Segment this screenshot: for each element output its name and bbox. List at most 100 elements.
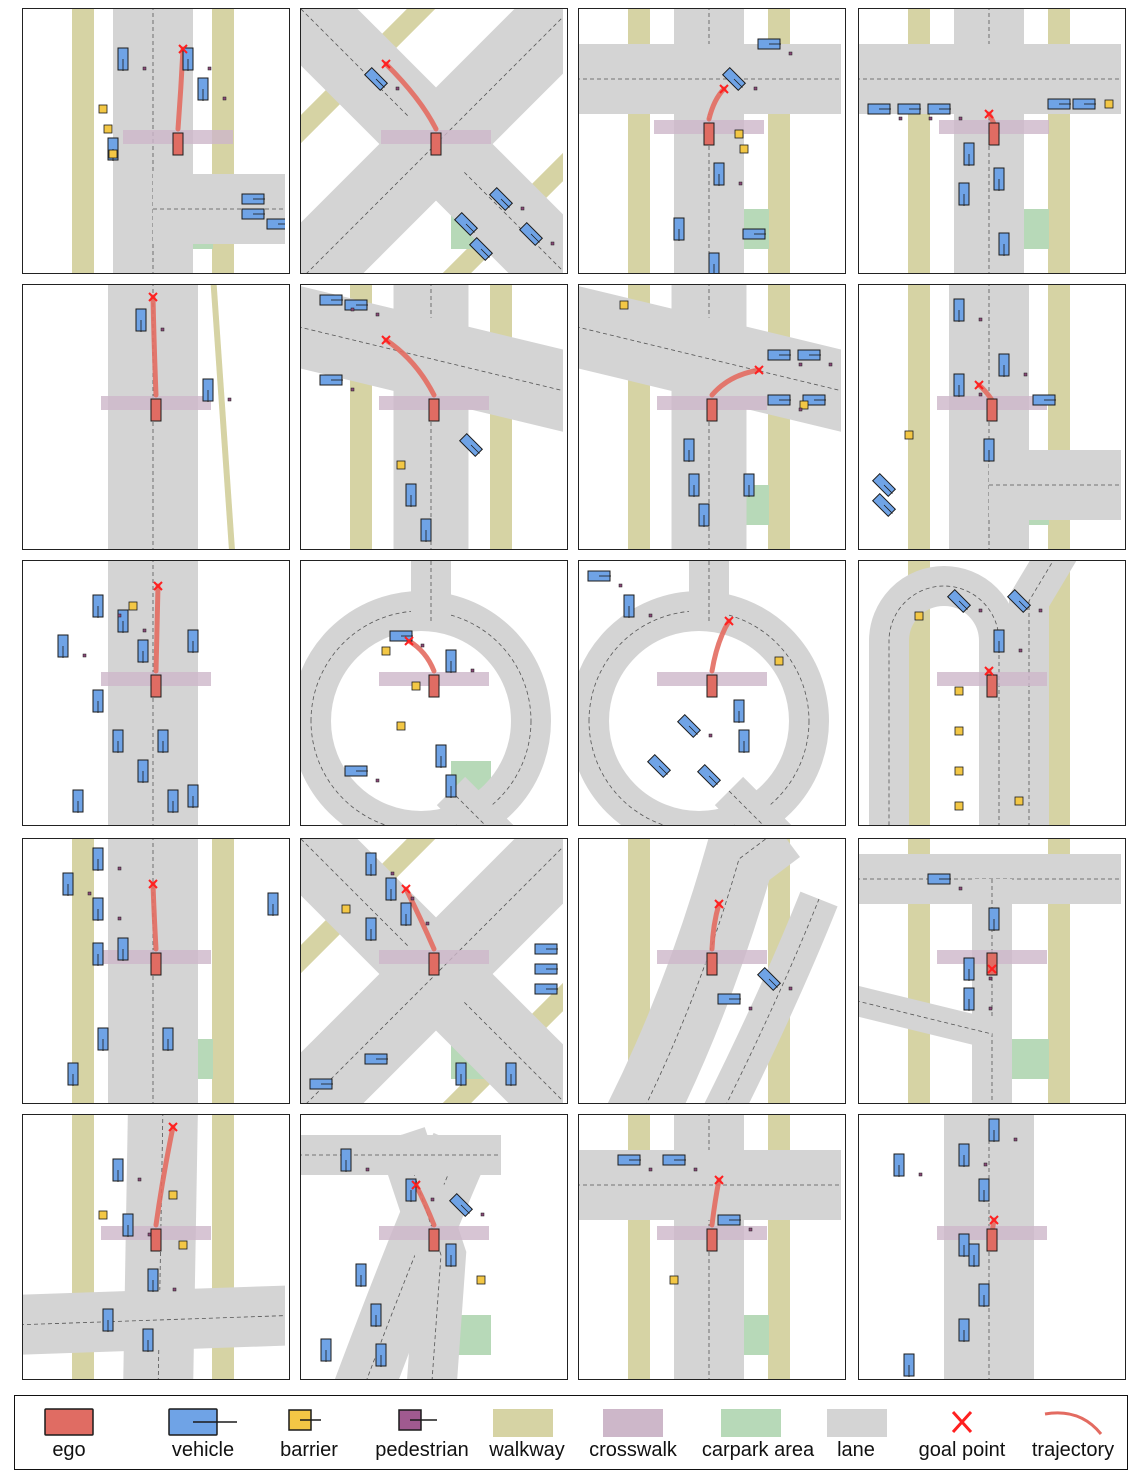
ego-trajectory [383,337,437,398]
barrier-marker [734,129,744,139]
scenario-map [871,285,1121,549]
vehicle-marker [683,438,695,462]
scenario-panel [578,560,846,826]
scenario-panel [858,838,1126,1104]
lane-centerline [450,790,486,825]
vehicle-marker [448,1192,474,1218]
vehicle-marker [488,186,514,212]
vehicle-marker [717,1214,741,1226]
barrier-marker [108,149,118,159]
barrier-marker [774,656,784,666]
vehicle-marker [137,759,149,783]
legend-crosswalk: crosswalk [589,1402,677,1464]
ego-vehicle [428,398,440,422]
scenario-map [301,1127,501,1379]
pedestrian-marker [708,733,713,738]
ego-vehicle [706,398,718,422]
ego-trajectory [153,1124,176,1228]
vehicle-marker [903,1353,915,1377]
legend-trajectory: trajectory [1032,1402,1114,1464]
pedestrian-marker [430,1197,435,1202]
pedestrian-marker [350,307,355,312]
pedestrian-marker [988,1006,993,1011]
pedestrian-marker [350,387,355,392]
scenario-map [72,9,285,273]
pedestrian-marker [207,66,212,71]
vehicle-marker [688,473,700,497]
ego-trajectory [413,1182,437,1228]
pedestrian-marker [172,1287,177,1292]
goal-point [724,616,734,626]
vehicle-marker [365,917,377,941]
lane-centerline [646,839,767,1103]
ego-vehicle [428,952,440,976]
goal-point [411,1180,421,1190]
pedestrian-marker [365,1167,370,1172]
vehicle-marker [405,483,417,507]
legend-goal: goal point [919,1402,1005,1464]
vehicle-marker [518,221,544,247]
vehicle-marker [319,374,343,386]
lane-area [579,591,829,722]
scenario-panel [300,1114,568,1380]
goal-point [984,109,994,119]
pedestrian-marker [87,891,92,896]
walkway-swatch [493,1409,553,1437]
pedestrian-marker [375,312,380,317]
vehicle-marker [182,47,194,71]
vehicle-marker [742,228,766,240]
pedestrian-swatch [398,1409,437,1431]
scenario-panel [858,1114,1126,1380]
carpark-swatch [721,1409,781,1437]
vehicle-marker [187,784,199,808]
vehicle-marker [963,987,975,1011]
legend-walkway: walkway [487,1402,567,1464]
lane-centerline [888,585,1000,825]
vehicle-marker [871,492,897,518]
vehicle-marker [1006,588,1032,614]
ego-vehicle [150,398,162,422]
ego-vehicle [986,674,998,698]
vehicle-marker [673,217,685,241]
vehicle-marker [998,353,1010,377]
vehicle-marker [534,983,558,995]
vehicle-marker [676,713,702,739]
scenario-map [23,1115,285,1379]
barrier-marker [381,646,391,656]
barrier-marker [98,1210,108,1220]
goal-point [148,292,158,302]
ego-trajectory [709,901,722,952]
carpark-area [1009,1039,1049,1079]
legend-label-lane: lane [837,1439,875,1461]
scenario-map [869,561,1077,825]
scenario-map [893,1115,1047,1379]
vehicle-marker [137,639,149,663]
scenario-map [301,285,563,549]
legend-carpark: carpark area [702,1402,814,1464]
barrier-marker [739,144,749,154]
barrier-marker [1014,796,1024,806]
vehicle-marker [92,897,104,921]
barrier-marker [954,766,964,776]
vehicle-marker [797,349,821,361]
scenario-map [579,9,841,273]
vehicle-marker [197,77,209,101]
legend-label-vehicle: vehicle [171,1439,235,1461]
vehicle-marker [998,232,1010,256]
pedestrian-marker [375,778,380,783]
lane-centerline [859,1001,993,1035]
goal-point [719,84,729,94]
vehicle-marker [92,942,104,966]
lane-centerline [1028,561,1054,825]
vehicle-swatch [168,1408,237,1436]
lane-area [301,591,551,722]
pedestrian-marker [693,1167,698,1172]
pedestrian-marker [988,976,993,981]
vehicle-marker [92,847,104,871]
barrier-marker [168,1190,178,1200]
vehicle-marker [344,299,368,311]
legend-label-pedestrian: pedestrian [375,1439,469,1461]
vehicle-marker [92,594,104,618]
barrier-marker [904,430,914,440]
pedestrian-marker [798,407,803,412]
